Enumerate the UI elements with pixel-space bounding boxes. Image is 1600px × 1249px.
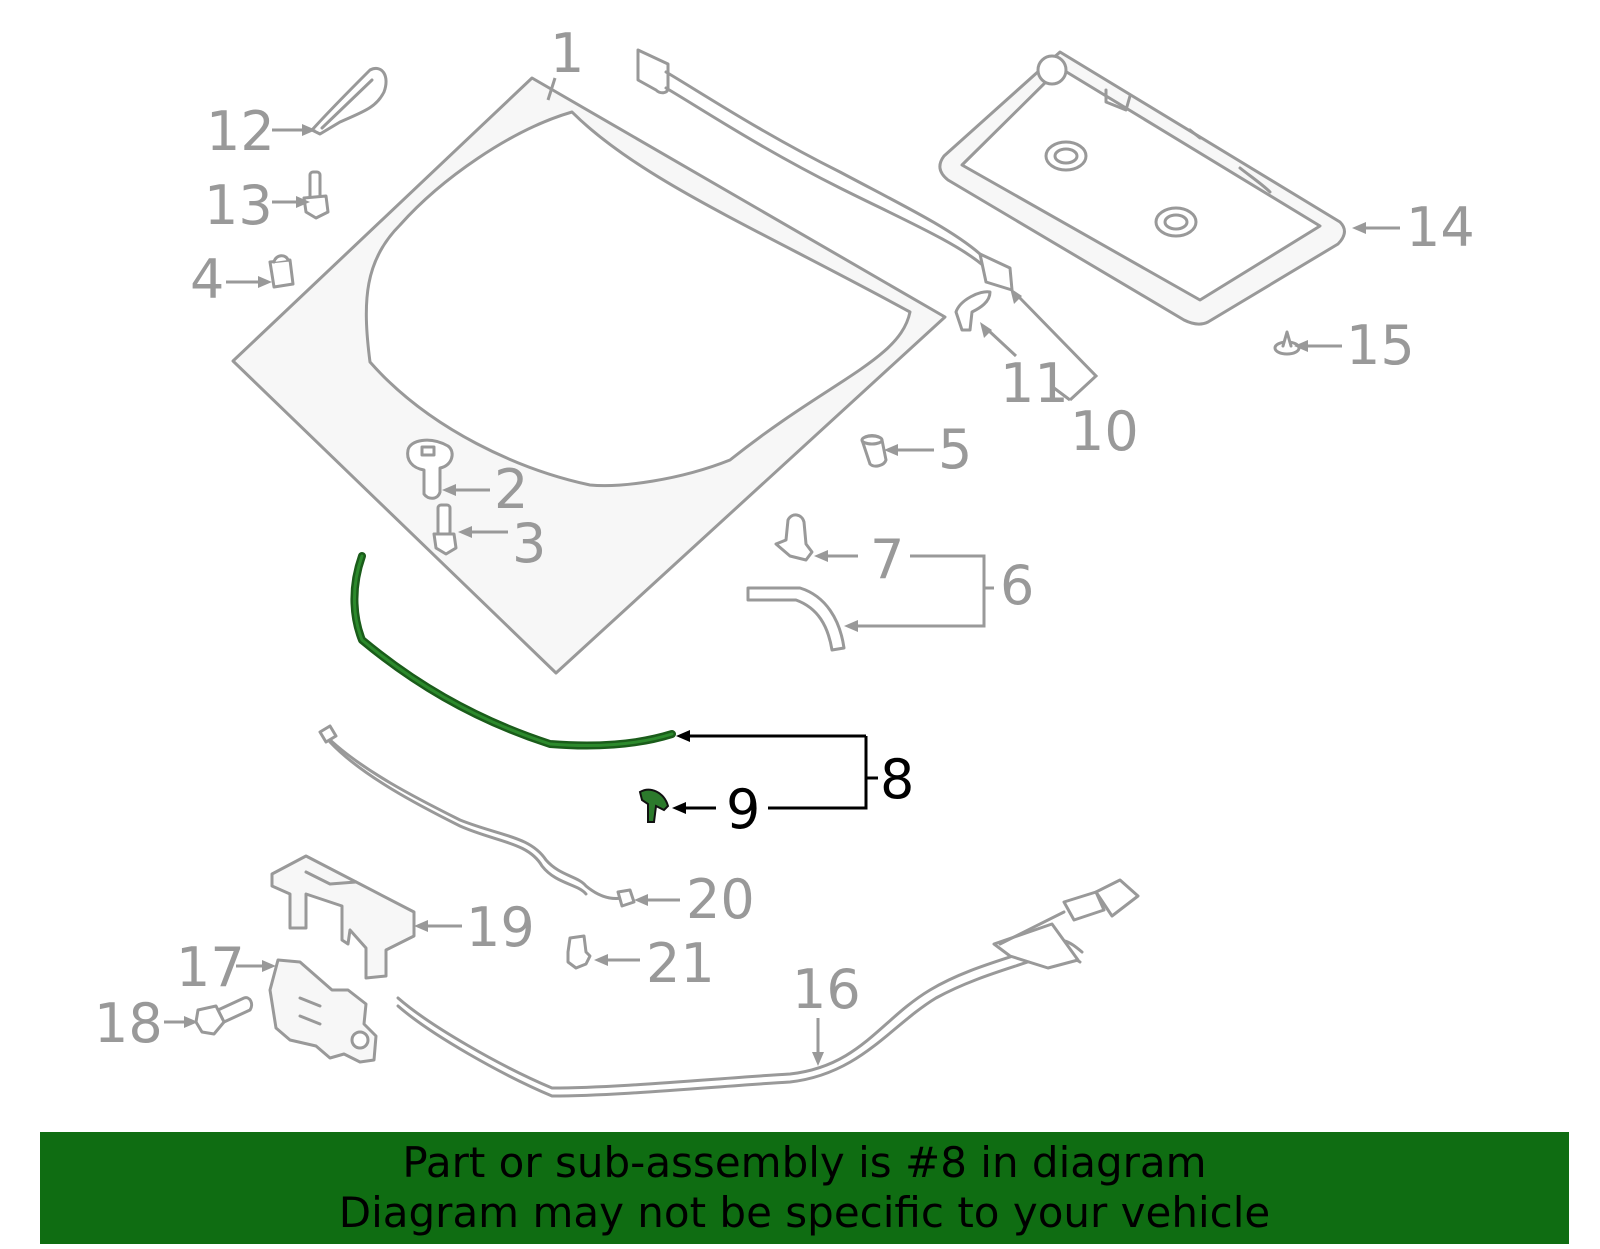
latch-bracket-part-19	[270, 854, 416, 980]
clip-part-7	[774, 513, 814, 562]
callout-9: 9	[726, 778, 760, 841]
bumper-part-5	[860, 434, 888, 468]
nut-part-4	[268, 254, 295, 289]
callout-16: 16	[792, 958, 861, 1021]
callout-10: 10	[1070, 400, 1139, 463]
callout-17: 17	[176, 936, 245, 999]
clip-part-15	[1273, 330, 1301, 356]
callout-4: 4	[190, 248, 224, 311]
callout-1: 1	[550, 22, 584, 85]
callout-12: 12	[206, 100, 275, 163]
leader-lines	[164, 77, 1400, 1066]
callout-3: 3	[512, 512, 546, 575]
bracket-part-12	[310, 67, 388, 136]
callout-8: 8	[880, 748, 914, 811]
callout-6: 6	[1000, 554, 1034, 617]
hood-seal-part-10	[636, 48, 1014, 292]
hood-panel-part-1	[231, 76, 947, 675]
hood-insulator-part-14	[938, 50, 1346, 326]
hood-bracket-part-2	[406, 438, 454, 500]
banner-line-1: Part or sub-assembly is #8 in diagram	[402, 1138, 1207, 1187]
info-banner: Part or sub-assembly is #8 in diagram Di…	[40, 1132, 1569, 1244]
callout-labels: 1 12 13 4 2 3 5 7 6 11 10 14 15 8 9 20 2…	[94, 22, 1475, 1055]
callout-18: 18	[94, 992, 163, 1055]
clip-part-11	[954, 290, 992, 332]
bolt-part-13	[302, 170, 330, 220]
banner-line-2: Diagram may not be specific to your vehi…	[338, 1188, 1271, 1237]
hood-latch-part-17	[268, 958, 378, 1064]
leader-lines-highlight	[672, 730, 878, 814]
bolt-part-3	[432, 503, 458, 556]
seal-part-6	[746, 586, 846, 652]
callout-14: 14	[1406, 196, 1475, 259]
bolt-part-18	[194, 996, 254, 1036]
callout-21: 21	[646, 932, 715, 995]
callout-20: 20	[686, 868, 755, 931]
callout-13: 13	[204, 174, 273, 237]
release-cable-part-16	[396, 878, 1140, 1098]
callout-7: 7	[870, 528, 904, 591]
callout-2: 2	[494, 458, 528, 521]
callout-11: 11	[1000, 352, 1069, 415]
callout-19: 19	[466, 896, 535, 959]
callout-5: 5	[938, 418, 972, 481]
callout-15: 15	[1346, 314, 1415, 377]
clip-part-9	[638, 788, 670, 823]
clip-part-21	[566, 934, 592, 970]
hood-seal-part-8	[350, 552, 676, 750]
release-cable-part-20	[318, 724, 636, 908]
